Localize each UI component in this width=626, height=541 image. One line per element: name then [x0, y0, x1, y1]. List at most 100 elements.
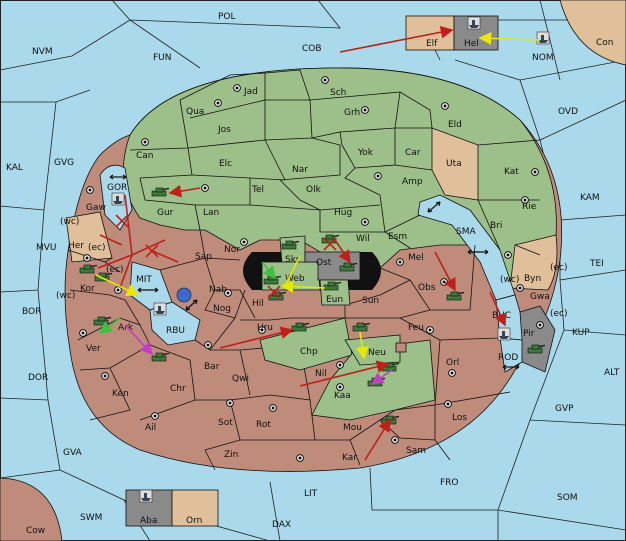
label-sam: Sam	[406, 446, 426, 456]
province-borders	[67, 69, 541, 471]
label-swm: SWM	[80, 513, 102, 523]
label-dax: DAX	[272, 520, 291, 530]
label-bor: BOR	[22, 307, 41, 317]
label-ark: Ark	[118, 323, 134, 333]
fleet-marker-rbu	[176, 287, 192, 303]
label-ec1: (ec)	[88, 243, 106, 253]
label-nog: Nog	[213, 304, 231, 314]
label-her: Her	[68, 241, 84, 251]
label-mvu: MVU	[36, 243, 57, 253]
channel-arrows	[109, 174, 520, 370]
label-ver: Ver	[86, 344, 101, 354]
label-nab: Nab	[209, 285, 227, 295]
label-ec3: (ec)	[550, 263, 568, 273]
sea-rod[interactable]	[499, 337, 523, 373]
label-alt: ALT	[604, 368, 620, 378]
support-arrows	[95, 31, 541, 360]
label-bar: Bar	[204, 362, 220, 372]
ship-gor	[111, 192, 125, 206]
ship-buc	[497, 327, 511, 341]
label-mou: Mou	[343, 423, 362, 433]
label-lan: Lan	[203, 208, 219, 218]
label-rod: ROD	[498, 353, 518, 363]
label-gur: Gur	[157, 208, 174, 218]
ship-mit	[153, 302, 167, 316]
label-ost: Ost	[316, 258, 332, 268]
label-qwi: Qwi	[232, 374, 249, 384]
label-sma: SMA	[456, 227, 476, 237]
label-kar: Kar	[342, 453, 357, 463]
label-aba: Aba	[140, 516, 157, 526]
label-elf: Elf	[426, 39, 438, 49]
label-pol: POL	[218, 12, 236, 22]
label-nar: Nar	[292, 165, 308, 175]
label-gaw: Gaw	[86, 203, 106, 213]
label-chp: Chp	[300, 347, 318, 357]
label-jos: Jos	[217, 125, 231, 135]
label-zin: Zin	[224, 450, 238, 460]
unit-neu	[395, 342, 407, 353]
label-sun: Sun	[362, 296, 379, 306]
label-gvp: GVP	[555, 404, 574, 414]
label-hel: Hel	[464, 39, 479, 49]
label-nvm: NVM	[32, 47, 53, 57]
label-car: Car	[405, 148, 421, 158]
label-cob: COB	[302, 44, 322, 54]
label-gwa: Gwa	[530, 292, 550, 302]
label-orn: Orn	[186, 516, 202, 526]
territory-chp[interactable]	[259, 317, 353, 371]
label-ail: Ail	[145, 423, 156, 433]
label-gor: GOR	[107, 183, 127, 193]
label-qua: Qua	[186, 107, 204, 117]
label-nom: NOM	[532, 53, 554, 63]
label-chr: Chr	[170, 384, 186, 394]
territory-orn[interactable]	[171, 489, 219, 527]
label-hug: Hug	[334, 208, 352, 218]
label-kal: KAL	[6, 163, 23, 173]
label-wc1: (wc)	[60, 217, 79, 227]
label-gvg: GVG	[54, 158, 74, 168]
label-tel: Tel	[251, 185, 264, 195]
label-feu: Feu	[408, 323, 424, 333]
label-jad: Jad	[243, 87, 258, 97]
ship-hel	[467, 16, 481, 30]
label-rot: Rot	[256, 420, 271, 430]
label-dor: DOR	[28, 373, 48, 383]
label-yok: Yok	[357, 148, 374, 158]
label-web: Web	[285, 274, 305, 284]
label-ovd: OVD	[558, 107, 578, 117]
alt-arrows	[98, 261, 277, 334]
label-kat: Kat	[504, 167, 519, 177]
territory-uta[interactable]	[431, 127, 479, 201]
label-tei: TEI	[589, 259, 604, 269]
label-eld: Eld	[448, 120, 462, 130]
label-ken: Ken	[112, 389, 129, 399]
label-rbu: RBU	[166, 326, 185, 336]
label-grh: Grh	[344, 108, 360, 118]
label-uru: Uru	[257, 323, 273, 333]
ship-aba	[139, 489, 153, 503]
label-obs: Obs	[418, 283, 436, 293]
label-wil: Wil	[356, 234, 370, 244]
label-kup: KUP	[572, 328, 590, 338]
label-nor: Nor	[224, 245, 240, 255]
label-lit: LIT	[304, 489, 318, 499]
label-con: Con	[596, 38, 614, 48]
label-pir: Pir	[523, 329, 535, 339]
label-som: SOM	[557, 493, 578, 503]
label-hil: Hil	[252, 299, 264, 309]
label-amp: Amp	[402, 177, 423, 187]
label-can: Can	[136, 151, 154, 161]
label-ec4: (ec)	[550, 309, 568, 319]
label-kor: Kor	[80, 284, 95, 294]
label-nil: Nil	[315, 369, 327, 379]
label-skr: Skr	[285, 255, 300, 265]
territory-byn[interactable]	[509, 234, 558, 291]
label-mel: Mel	[408, 253, 424, 263]
label-rie: Rie	[522, 202, 537, 212]
label-bri: Bri	[490, 221, 502, 231]
label-kam: KAM	[580, 193, 600, 203]
label-fro: FRO	[440, 478, 459, 488]
failed-marks	[115, 214, 337, 299]
